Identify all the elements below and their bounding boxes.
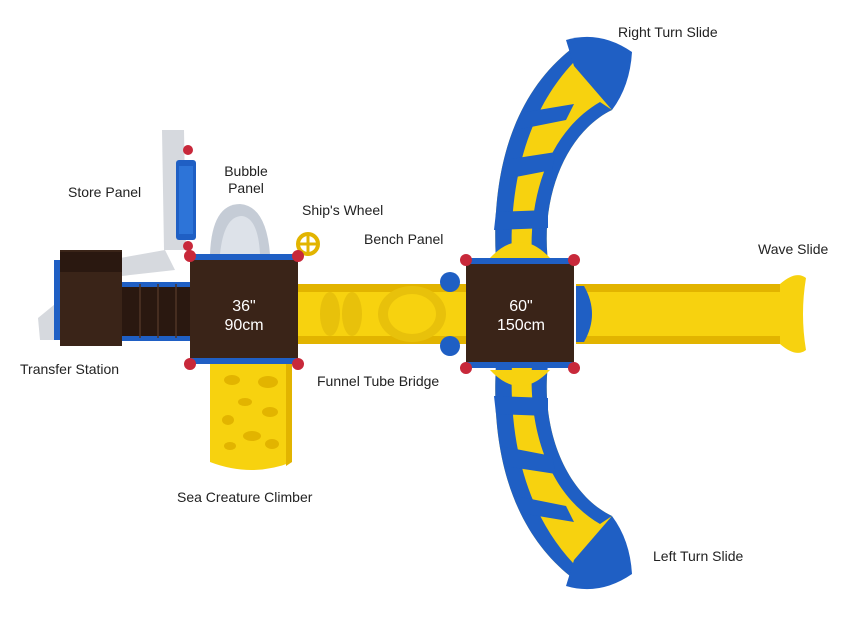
large-deck-height: 60" 150cm (486, 297, 556, 335)
label-left-turn-slide: Left Turn Slide (653, 548, 744, 564)
large-deck-height-cm: 150cm (496, 317, 546, 334)
small-deck-height: 36" 90cm (214, 297, 274, 335)
small-deck-height-in: 36" (232, 298, 256, 315)
right-turn-slide-shape (494, 36, 632, 262)
store-panel-shape (176, 145, 196, 251)
label-sea-creature-climber: Sea Creature Climber (177, 489, 313, 505)
label-bubble-panel-line2: Panel (228, 180, 264, 196)
label-transfer-station: Transfer Station (20, 361, 120, 377)
label-bubble-panel: Bubble Panel (220, 163, 272, 197)
small-deck-height-cm: 90cm (224, 317, 264, 334)
left-turn-slide-shape (494, 364, 632, 590)
bubble-panel-shape (210, 204, 270, 254)
ships-wheel-shape (296, 232, 320, 256)
funnel-tube-bridge-shape (298, 272, 466, 356)
label-bench-panel: Bench Panel (364, 231, 444, 247)
label-ships-wheel: Ship's Wheel (302, 202, 384, 218)
small-deck-shape (184, 250, 304, 370)
bench-panel-shape (490, 242, 550, 386)
wave-slide-shape (576, 275, 806, 353)
label-wave-slide: Wave Slide (758, 241, 829, 257)
sea-creature-climber-shape (210, 362, 292, 470)
large-deck-height-in: 60" (509, 298, 533, 315)
label-store-panel: Store Panel (68, 184, 142, 200)
label-funnel-tube-bridge: Funnel Tube Bridge (317, 373, 440, 389)
large-deck-shape (460, 254, 580, 374)
transfer-station-shape (54, 250, 194, 346)
label-right-turn-slide: Right Turn Slide (618, 24, 718, 40)
label-bubble-panel-line1: Bubble (224, 163, 268, 179)
